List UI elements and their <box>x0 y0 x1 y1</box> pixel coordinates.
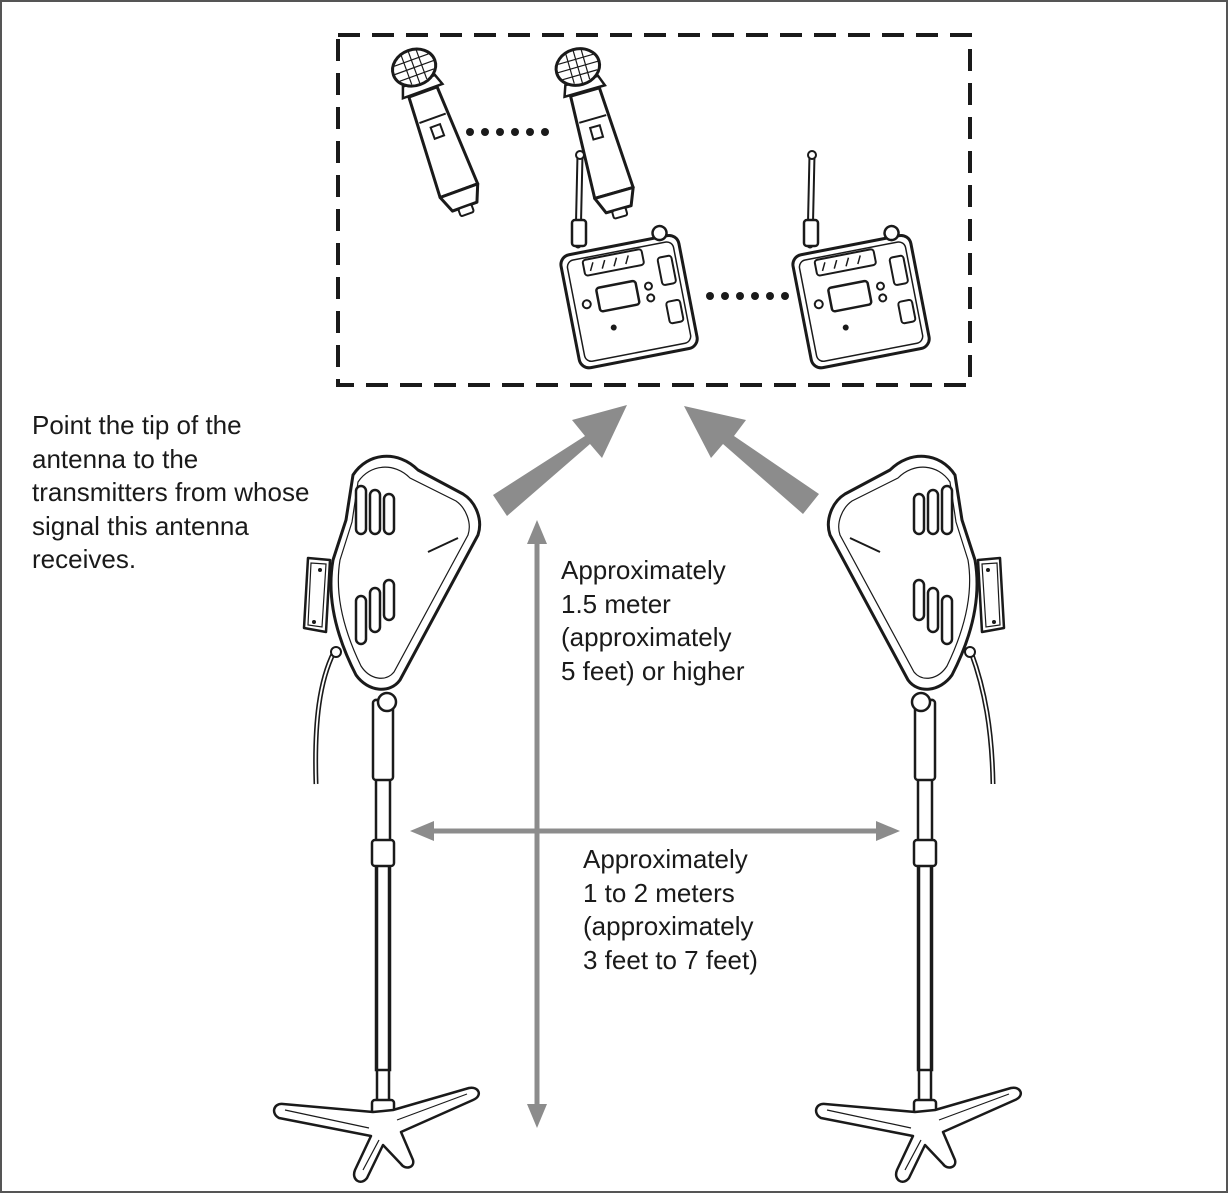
antenna-mount-knob <box>376 691 398 713</box>
instruction-line: antenna to the <box>32 443 199 474</box>
direction-arrow-left <box>493 405 627 516</box>
distance-dimension-arrow <box>410 821 900 841</box>
ellipsis-dots <box>466 128 549 136</box>
antenna-cable-left <box>314 651 335 785</box>
instruction-line: transmitters from whose <box>32 477 310 507</box>
instruction-line: signal this antenna <box>32 510 249 541</box>
distance-label-line: 3 feet to 7 feet) <box>583 944 758 975</box>
height-dimension-arrow <box>527 520 547 1128</box>
antenna-instruction-text: Point the tip of the antenna to the tran… <box>32 409 309 577</box>
height-label-line: 1.5 meter <box>561 588 671 619</box>
instruction-line: receives. <box>32 544 137 574</box>
antenna-cable-right <box>970 651 994 785</box>
distance-label-line: (approximately <box>583 911 754 941</box>
antenna-mount-knob <box>910 691 932 713</box>
instruction-line: Point the tip of the <box>32 410 242 440</box>
height-label-line: Approximately <box>561 555 726 585</box>
height-label-line: (approximately <box>561 622 732 652</box>
direction-arrow-right <box>684 406 819 514</box>
distance-label: Approximately 1 to 2 meters (approximate… <box>583 843 758 977</box>
distance-label-line: 1 to 2 meters <box>583 877 735 908</box>
transmitter-group-box <box>336 33 972 387</box>
distance-label-line: Approximately <box>583 844 748 874</box>
height-label: Approximately 1.5 meter (approximately 5… <box>561 554 745 688</box>
height-label-line: 5 feet) or higher <box>561 655 745 686</box>
ellipsis-dots <box>706 292 789 300</box>
